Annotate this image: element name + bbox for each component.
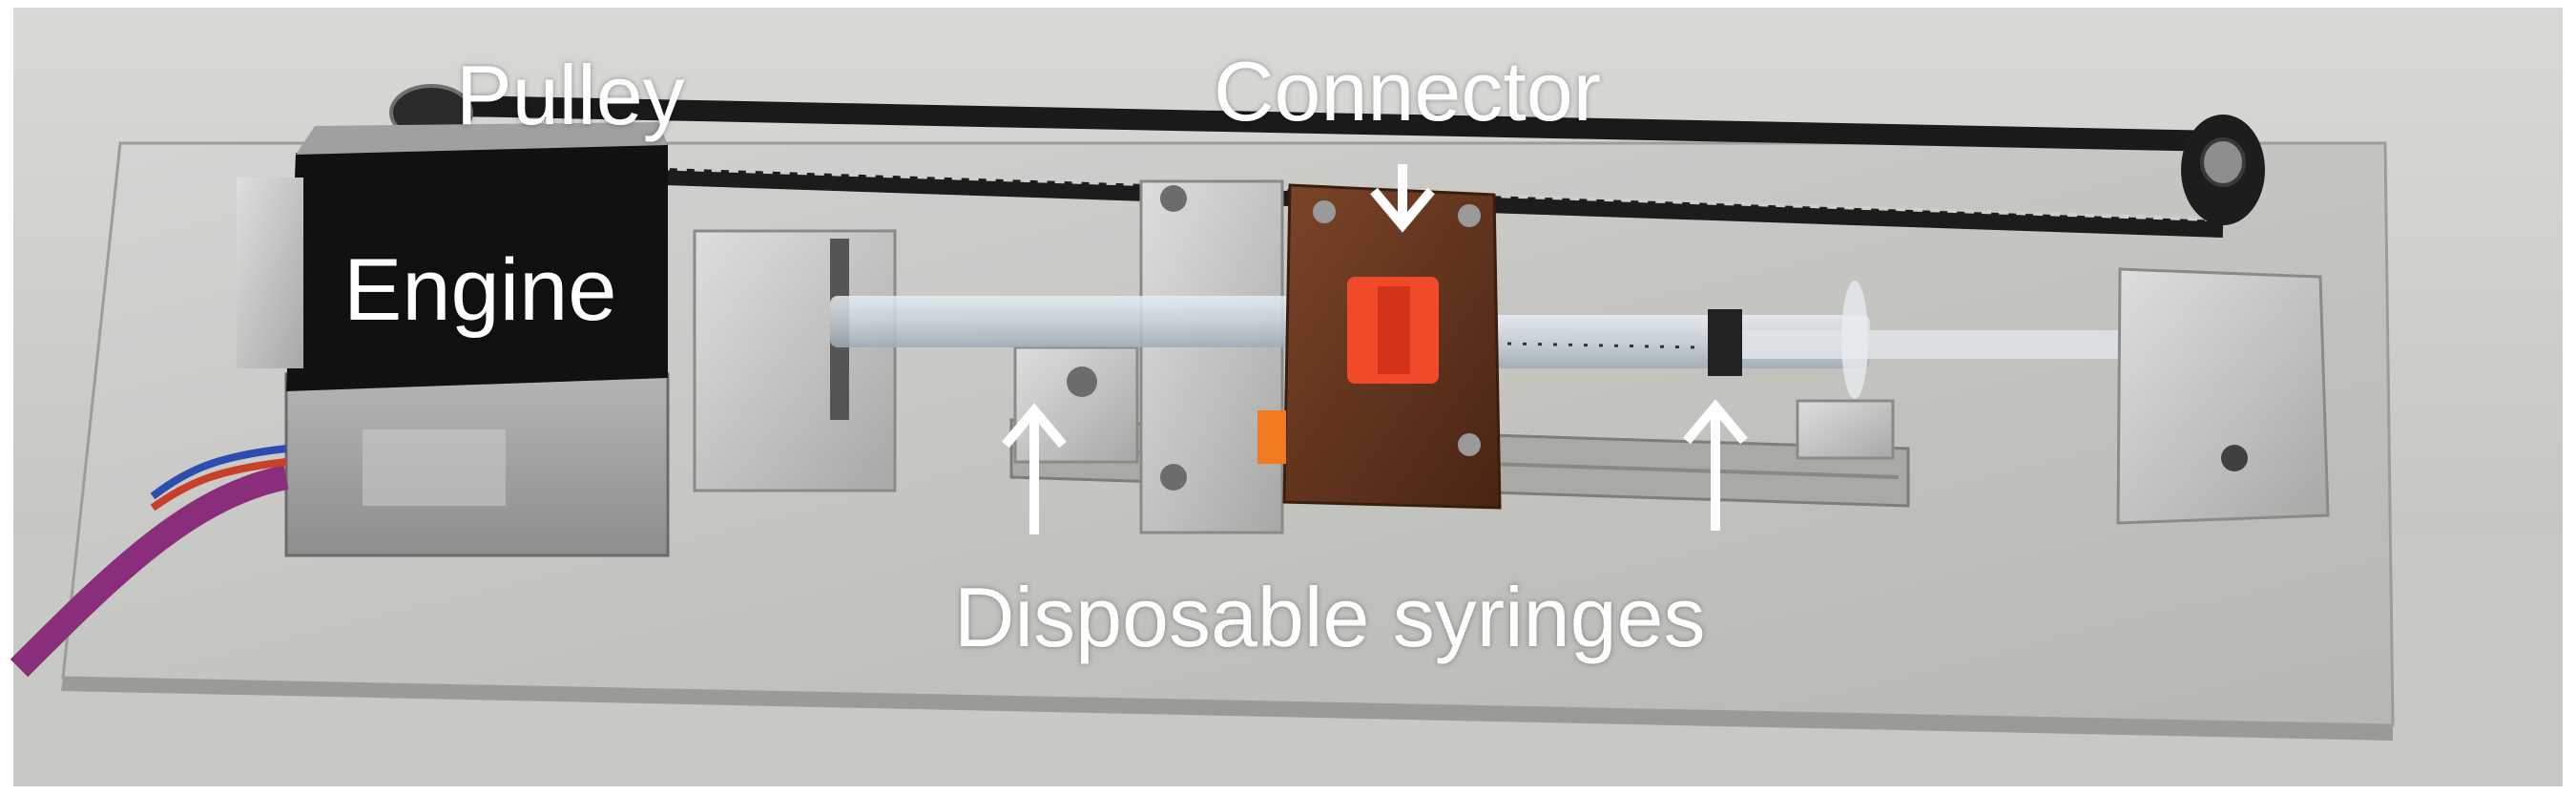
slider-screw-top bbox=[1160, 185, 1187, 212]
connector-screw-2 bbox=[1458, 204, 1481, 227]
right-holder-block bbox=[2116, 267, 2330, 525]
stepper-motor-face bbox=[286, 143, 668, 391]
connector-screw-1 bbox=[1313, 200, 1336, 223]
syringe-scale bbox=[1506, 342, 1699, 349]
pulley-label: Pulley bbox=[456, 48, 685, 142]
stepper-motor-top bbox=[296, 122, 668, 155]
slider-screw-bottom bbox=[1160, 464, 1187, 491]
connector-clip-core bbox=[1378, 286, 1410, 374]
connector-screw-3 bbox=[1458, 433, 1481, 456]
engine-label: Engine bbox=[343, 241, 617, 339]
connector-arrow bbox=[1370, 164, 1435, 233]
motor-cable bbox=[10, 465, 289, 678]
timing-belt-top bbox=[409, 94, 2224, 152]
right-holder-hole bbox=[2221, 445, 2248, 471]
plunger-clamp bbox=[1796, 399, 1895, 460]
carriage-screw bbox=[1067, 366, 1097, 397]
stepper-motor-label-plate bbox=[363, 429, 506, 506]
syringe-barrel-left bbox=[830, 296, 1307, 347]
left-syringe-arrow bbox=[1002, 403, 1067, 534]
syringe-flange bbox=[1841, 281, 1868, 399]
motor-mount-block bbox=[237, 178, 303, 368]
right-syringe-arrow bbox=[1683, 399, 1748, 531]
orange-indicator bbox=[1257, 410, 1286, 464]
motor-cable-wires-2 bbox=[150, 458, 287, 512]
syringe-plunger-rod bbox=[1742, 330, 2162, 359]
left-holder-block bbox=[693, 229, 897, 492]
idler-pulley-hub bbox=[2200, 137, 2246, 187]
syringes-label: Disposable syringes bbox=[954, 570, 1706, 664]
motor-cable-wires bbox=[150, 445, 287, 500]
syringe-plunger-seal bbox=[1708, 309, 1742, 376]
base-plate-edge bbox=[61, 678, 2393, 741]
connector-label: Connector bbox=[1214, 44, 1602, 138]
